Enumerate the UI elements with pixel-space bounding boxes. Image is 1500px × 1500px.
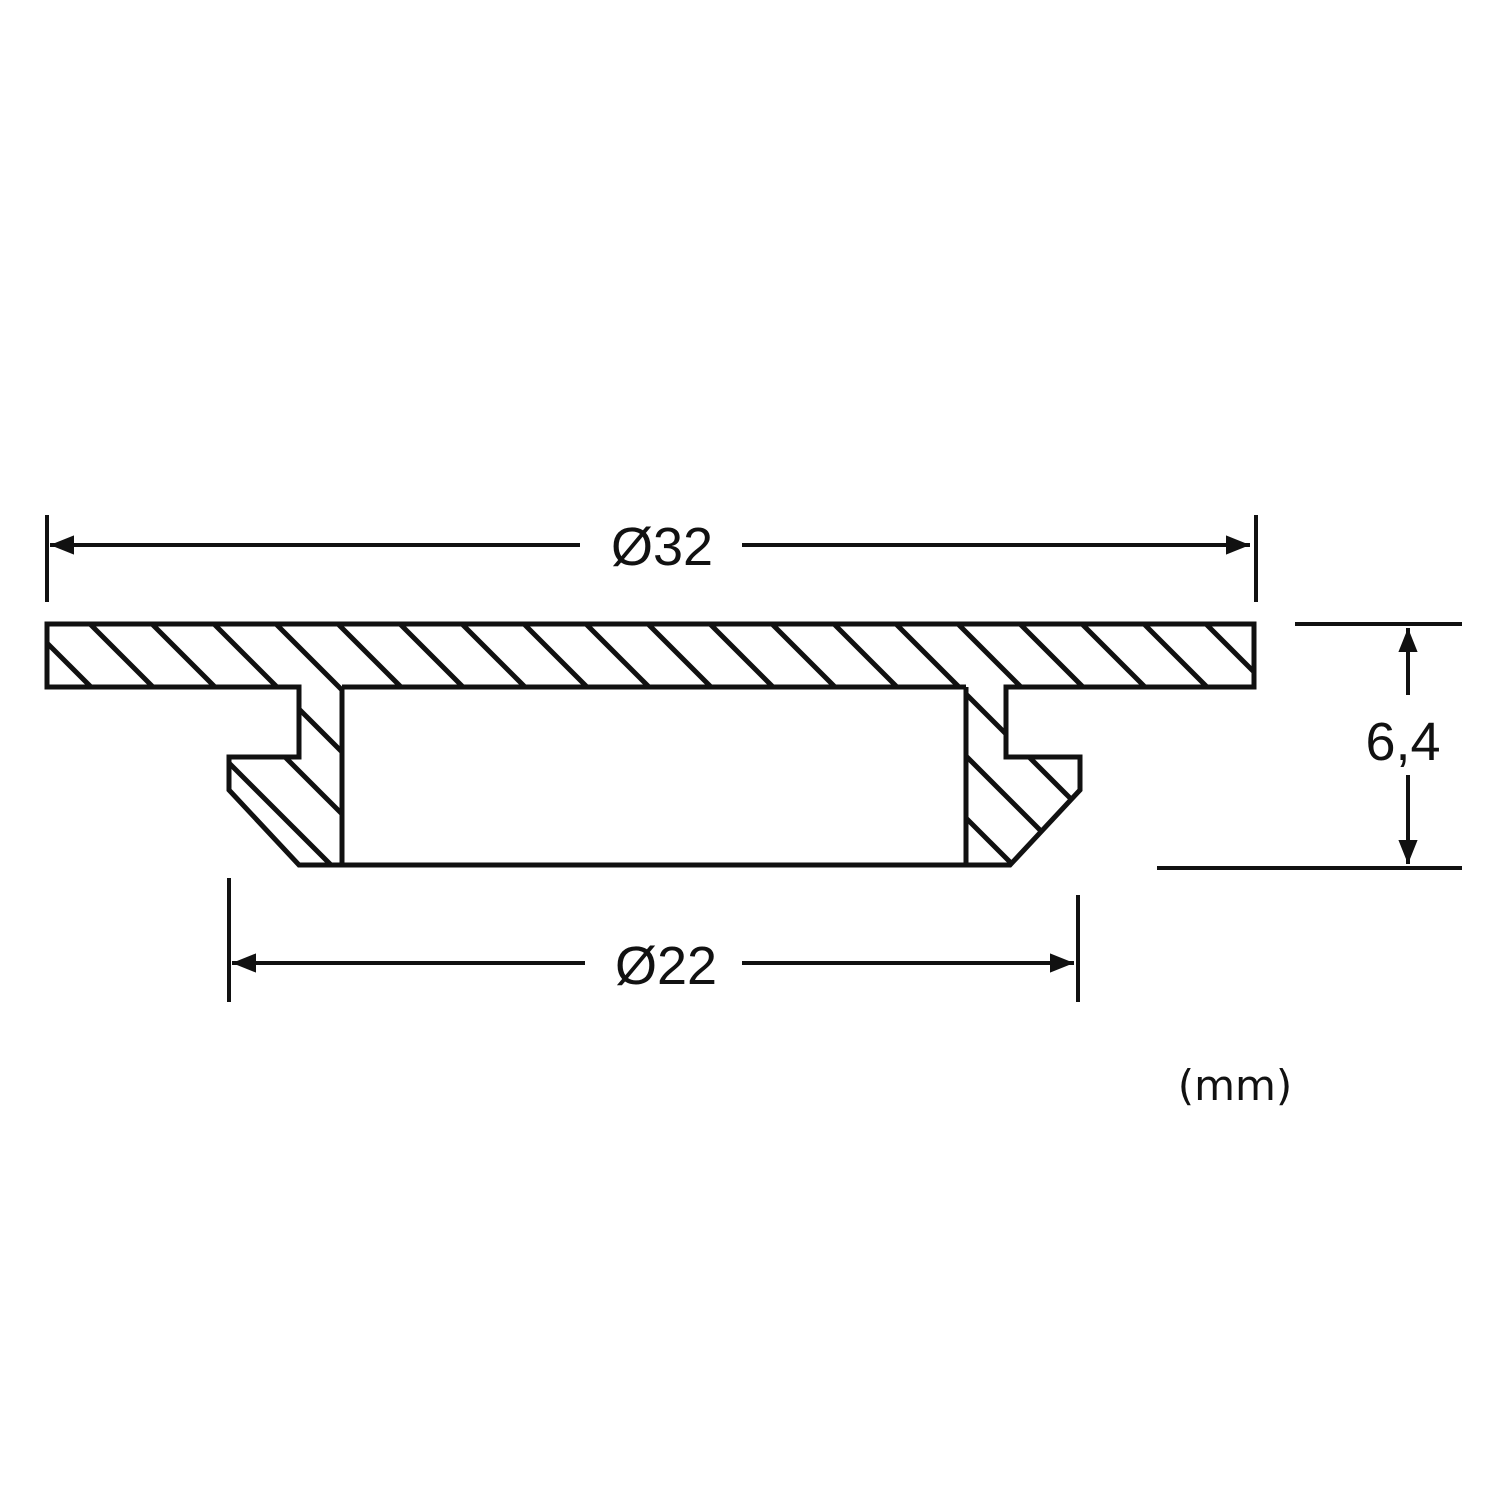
hatch-line xyxy=(522,624,826,865)
bore-outline xyxy=(339,684,969,865)
hatch-line xyxy=(47,624,330,865)
height-dimension xyxy=(1157,622,1462,870)
hatch-line xyxy=(1204,624,1254,865)
hatch-line xyxy=(894,624,1198,865)
hatch-line xyxy=(1268,624,1500,924)
hatch-line xyxy=(584,624,888,865)
height-label: 6,4 xyxy=(1365,712,1440,772)
hatch-line xyxy=(47,624,206,865)
hatch-line xyxy=(212,624,516,865)
inner-diameter-label: Ø22 xyxy=(615,936,717,996)
outer-diameter-dimension xyxy=(45,515,1258,602)
inner-diameter-dimension xyxy=(227,878,1080,1002)
hatch-line xyxy=(460,624,764,865)
hatch-line xyxy=(1142,624,1254,865)
hatch-line xyxy=(274,624,578,865)
units-label: (mm) xyxy=(1178,1061,1293,1110)
outer-diameter-label: Ø32 xyxy=(611,517,713,577)
hatch-line xyxy=(646,624,950,865)
part-outline xyxy=(44,621,1257,868)
hatch-line xyxy=(88,624,392,865)
section-hatching xyxy=(47,624,1500,924)
hatch-line xyxy=(832,624,1136,865)
hatch-line xyxy=(398,624,702,865)
hatch-line xyxy=(336,624,640,865)
hatch-line xyxy=(1018,624,1254,865)
hatch-line xyxy=(47,624,82,865)
hatch-line xyxy=(770,624,1074,865)
hatch-line xyxy=(1454,624,1500,924)
hatch-line xyxy=(150,624,454,865)
hatch-line xyxy=(1330,624,1500,924)
hatch-line xyxy=(956,624,1254,865)
hatch-line xyxy=(1080,624,1254,865)
